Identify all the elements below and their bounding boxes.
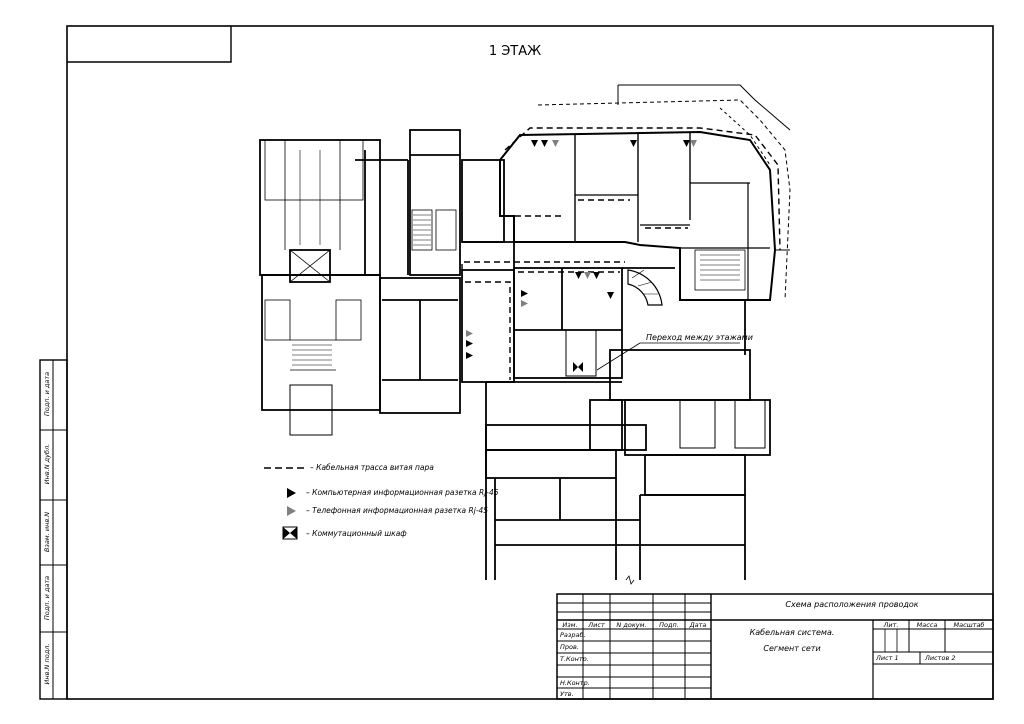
title-block-lit: Лит. (883, 621, 899, 629)
upper-right-block (499, 130, 777, 301)
rj45-outlet (593, 272, 600, 279)
rj45-outlet (531, 140, 538, 147)
legend-label: – Коммутационный шкаф (306, 529, 407, 538)
title-block-segment-name: Сегмент сети (763, 644, 821, 653)
title-block-system-name: Кабельная система. (749, 628, 835, 637)
title-block-col-izm: Изм. (562, 621, 578, 629)
legend-label: – Телефонная информационная разетка Rj-4… (306, 506, 489, 515)
rj45-outlet (575, 272, 582, 279)
side-stamp (39, 359, 68, 700)
network-outlets (466, 140, 690, 359)
title-block-sheets: Листов 2 (925, 654, 956, 662)
rj45-outlet (466, 352, 473, 359)
floor-plan (259, 84, 791, 585)
annotation-leader (596, 342, 641, 371)
rj45-outlet (541, 140, 548, 147)
rj45-outlet (521, 290, 528, 297)
phone-outlets (466, 140, 697, 337)
phone-outlet (584, 272, 591, 279)
break-mark (625, 575, 635, 585)
stair-hatching (292, 214, 740, 366)
title-block-role: Разраб. (560, 631, 586, 639)
phone-outlet (552, 140, 559, 147)
rj45-outlet (607, 292, 614, 299)
title-block-role: Утв. (560, 690, 574, 698)
legend-switch-cabinet-icon (283, 527, 297, 539)
legend-label: – Компьютерная информационная разетка Rj… (306, 488, 499, 497)
title-block-col-list: Лист (588, 621, 605, 629)
legend-rj45-icon (287, 488, 296, 498)
curved-stair (627, 269, 663, 306)
title-block-role: Т.Контр. (560, 655, 589, 663)
phone-outlet (466, 330, 473, 337)
title-block-scale: Масштаб (953, 621, 985, 629)
sheet-frame (66, 25, 994, 700)
switch-cabinet-icon (573, 362, 583, 372)
rj45-outlet (630, 140, 637, 147)
side-stamp-label: Взам. инв.N (43, 511, 51, 553)
rj45-outlet (683, 140, 690, 147)
terrace-outline (537, 84, 791, 301)
phone-outlet (521, 300, 528, 307)
side-stamp-label: Подп. и дата (43, 371, 51, 417)
title-block-col-date: Дата (689, 621, 707, 629)
right-wing (609, 249, 790, 496)
title-block-role: Пров. (560, 643, 579, 651)
cable-routes (461, 127, 781, 380)
top-left-stamp (67, 26, 232, 63)
rj45-outlet (466, 340, 473, 347)
drawing-title: 1 ЭТАЖ (488, 44, 542, 59)
title-block-col-ndoc: N докум. (616, 621, 647, 629)
title-block-mass: Масса (916, 621, 938, 629)
switch-cabinets (573, 362, 583, 372)
side-stamp-label: Подп. и дата (43, 575, 51, 621)
title-block-role: Н.Контр. (560, 679, 590, 687)
side-stamp-label: Инв.N дубл. (43, 443, 51, 485)
phone-outlet (690, 140, 697, 147)
title-block-grid (556, 593, 994, 700)
side-stamp-label: Инв.N подл. (43, 643, 51, 685)
floor-transition-label: Переход между этажами (646, 333, 753, 342)
title-block-sheet: Лист 1 (876, 654, 899, 662)
title-block-doc-title: Схема расположения проводок (785, 600, 919, 609)
title-block-col-podp: Подп. (659, 621, 679, 629)
legend-label: – Кабельная трасса витая пара (310, 463, 434, 472)
legend-phone-icon (287, 506, 296, 516)
legend-symbols (264, 467, 306, 540)
left-wing (259, 129, 461, 436)
central-block (461, 159, 746, 580)
